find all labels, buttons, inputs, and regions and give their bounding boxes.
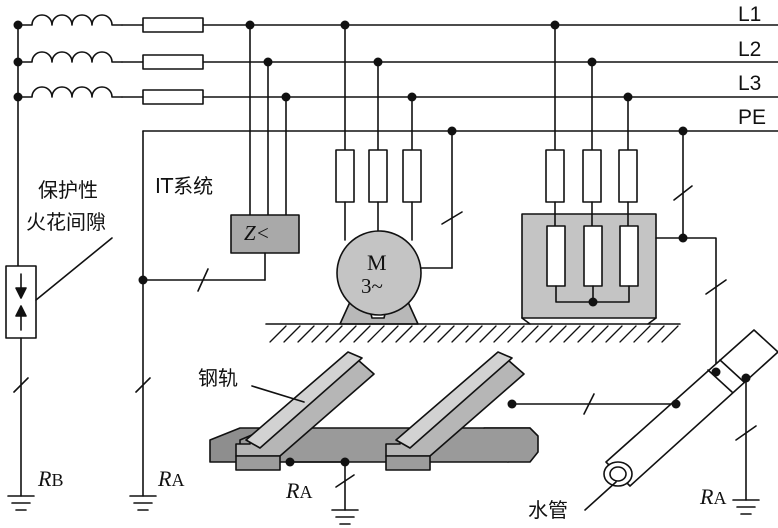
bus-label-l3: L3 [738,72,762,95]
ground-tick-motor [441,211,463,225]
ground-tick-ra-left [135,377,151,393]
rb-sub: B [51,470,64,490]
fuse-l3 [142,89,204,105]
motor-label-m: M [367,250,387,275]
ra-mid-label: RA [286,480,312,502]
cabinet-load-1 [546,225,566,287]
ground-symbol-ra-left [129,495,157,511]
rail-label: 钢轨 [198,366,238,390]
rails [209,351,677,525]
motor-circle [336,230,422,316]
ra-left-sub: A [171,470,185,490]
ground-tick-ra-right [735,425,757,441]
cabinet-branch [521,24,727,373]
cabinet-load-2 [583,225,603,287]
motor-fuse-3 [402,149,422,203]
insulation-monitor [129,24,300,511]
impedance-box [230,214,300,254]
rb-label: RB [38,468,63,490]
ra-right-label: RA [700,486,726,508]
ra-mid-symbol: R [286,478,300,503]
ground-symbol-rb [7,495,35,511]
bus-label-l1: L1 [738,3,762,26]
ground-tick-bond [583,393,595,415]
spark-gap-leader [35,237,113,301]
ra-mid-sub: A [299,482,313,502]
bus-lines [121,24,778,497]
ground-tick-rb [13,377,29,393]
ground-symbol-ra-mid [331,509,359,525]
motor-branch [335,24,463,325]
floor [265,323,681,343]
rb-symbol: R [38,466,52,491]
coil-l1 [17,14,123,26]
ground-tick-it [197,268,209,292]
it-system-label: IT系统 [155,174,214,198]
cabinet-fuse-1 [545,149,565,203]
ground-symbol-ra-right [732,499,760,515]
ra-right-symbol: R [700,484,714,509]
ground-tick-rail [335,474,355,488]
rail-leader [251,385,305,403]
coil-l3 [17,86,123,98]
spark-gap [5,237,113,511]
ra-right-sub: A [713,488,727,508]
junction-dots [13,20,751,467]
ra-left-label: RA [158,468,184,490]
cabinet-load-3 [619,225,639,287]
cabinet-fuse-2 [582,149,602,203]
water-pipe-label: 水管 [528,498,568,522]
pipe-leader [584,481,617,511]
motor-fuse-1 [335,149,355,203]
line-fuses [142,17,204,105]
bus-label-l2: L2 [738,38,762,61]
ground-tick-cabinet [673,185,693,201]
impedance-label: Z< [244,221,270,245]
pipe-body [605,329,778,487]
bus-label-pe: PE [738,106,767,129]
fuse-l2 [142,54,204,70]
ra-left-symbol: R [158,466,172,491]
motor-label-3ph: 3~ [361,274,383,298]
spark-gap-label-2: 火花间隙 [26,210,106,234]
water-pipe [584,329,778,515]
coil-l2 [17,51,123,63]
fuse-l1 [142,17,204,33]
cabinet-fuse-3 [618,149,638,203]
motor-fuse-2 [368,149,388,203]
spark-gap-label-1: 保护性 [38,178,98,202]
ground-tick-pipe [705,279,727,295]
